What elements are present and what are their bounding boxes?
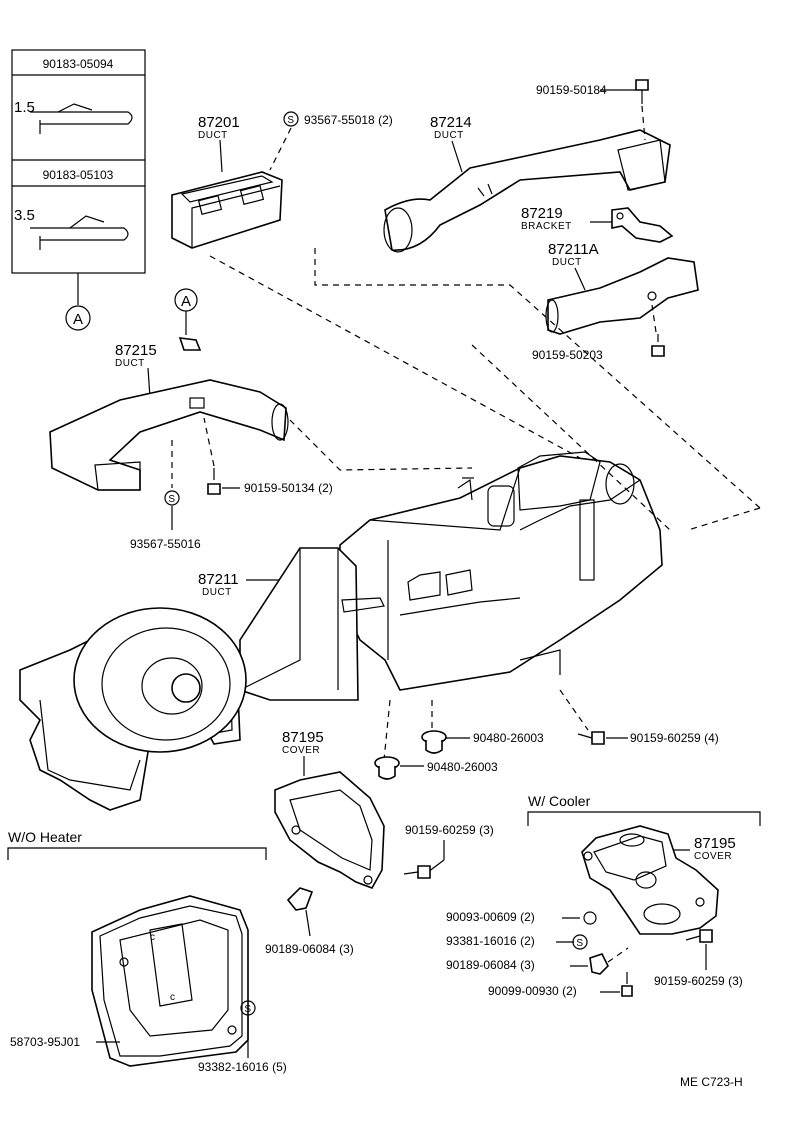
svg-text:93567-55016: 93567-55016	[130, 537, 201, 551]
ref-a-marker: A	[174, 288, 202, 351]
svg-text:S: S	[168, 494, 175, 505]
assembly-guide-lines	[209, 248, 761, 761]
screw-90159-50184: 90159-50184	[536, 79, 649, 141]
screw-90159-60259-4: 90159-60259 (4)	[577, 731, 719, 745]
wo-heater-cover-part: 58703-95J01	[10, 1035, 80, 1049]
svg-text:93567-55018 (2): 93567-55018 (2)	[304, 113, 393, 127]
clip-bottom-illustration	[30, 215, 129, 250]
grommet-90480-26003-b: 90480-26003	[374, 756, 498, 780]
bracket-87219: 87219 BRACKET	[521, 205, 674, 243]
screw-90159-60259-3: 90159-60259 (3)	[403, 823, 494, 879]
clip-93567-55016: S 93567-55016	[130, 440, 201, 551]
w-cooler-section: W/ Cooler 87195 COVER 90093-00609 (2) 93…	[446, 793, 761, 998]
wo-heater-title: W/O Heater	[8, 829, 82, 845]
duct-87211A: 87211A DUCT	[545, 241, 699, 335]
svg-text:87201: 87201	[198, 114, 240, 131]
svg-text:93381-16016 (2): 93381-16016 (2)	[446, 934, 535, 948]
svg-text:90159-50203: 90159-50203	[532, 348, 603, 362]
wo-heater-clip-part: 93382-16016 (5)	[198, 1060, 287, 1074]
svg-text:S: S	[244, 1004, 251, 1015]
svg-text:DUCT: DUCT	[202, 587, 232, 598]
svg-text:90159-60259 (3): 90159-60259 (3)	[654, 974, 743, 988]
svg-text:87195: 87195	[282, 729, 324, 746]
svg-text:DUCT: DUCT	[434, 130, 464, 141]
clip-top-illustration	[30, 103, 133, 134]
clip-top-dimension: 1.5	[14, 99, 35, 116]
grommet-90480-26003-a: 90480-26003	[421, 730, 544, 754]
clip-bottom-dimension: 3.5	[14, 207, 35, 224]
clip-ref-letter: A	[73, 311, 83, 328]
svg-text:90159-50134 (2): 90159-50134 (2)	[244, 481, 333, 495]
svg-text:S: S	[287, 115, 294, 126]
svg-text:87211: 87211	[198, 571, 239, 588]
svg-text:90159-60259 (4): 90159-60259 (4)	[630, 731, 719, 745]
svg-text:87219: 87219	[521, 205, 563, 222]
svg-text:90189-06084 (3): 90189-06084 (3)	[446, 958, 535, 972]
svg-text:COVER: COVER	[282, 745, 320, 756]
svg-text:87214: 87214	[430, 114, 472, 131]
clip-bottom-part-number: 90183-05103	[43, 168, 114, 182]
svg-text:c: c	[150, 932, 156, 943]
svg-text:90099-00930 (2): 90099-00930 (2)	[488, 984, 577, 998]
duct-87201: 87201 DUCT	[171, 114, 283, 249]
duct-87215: 87215 DUCT	[49, 342, 289, 491]
svg-text:DUCT: DUCT	[115, 358, 145, 369]
duct-87214: 87214 DUCT	[383, 114, 671, 253]
svg-text:BRACKET: BRACKET	[521, 221, 572, 232]
svg-text:90480-26003: 90480-26003	[427, 760, 498, 774]
clip-90189-06084: 90189-06084 (3)	[265, 887, 354, 956]
wo-heater-section: W/O Heater c c 58703-95J01 S 93382-16016…	[7, 829, 287, 1074]
svg-text:90159-50184: 90159-50184	[536, 83, 607, 97]
screw-90159-50134: 90159-50134 (2)	[203, 417, 333, 495]
svg-text:c: c	[170, 992, 176, 1003]
svg-text:COVER: COVER	[694, 851, 732, 862]
clip-top-part-number: 90183-05094	[43, 57, 114, 71]
svg-text:87211A: 87211A	[548, 241, 599, 258]
diagram-code: ME C723-H	[680, 1075, 743, 1089]
cover-87195: 87195 COVER	[274, 729, 385, 889]
svg-text:90093-00609 (2): 90093-00609 (2)	[446, 910, 535, 924]
clip-detail-box: 90183-05094 90183-05103 1.5 3.5 A	[11, 49, 146, 331]
svg-text:90480-26003: 90480-26003	[473, 731, 544, 745]
clip-93567-55018: S 93567-55018 (2)	[269, 111, 393, 171]
svg-text:S: S	[576, 938, 583, 949]
svg-text:87215: 87215	[115, 342, 157, 359]
blower-motor	[19, 607, 247, 811]
svg-text:90189-06084 (3): 90189-06084 (3)	[265, 942, 354, 956]
svg-text:90159-60259 (3): 90159-60259 (3)	[405, 823, 494, 837]
svg-text:DUCT: DUCT	[198, 130, 228, 141]
svg-text:A: A	[181, 293, 191, 310]
w-cooler-title: W/ Cooler	[528, 793, 591, 809]
svg-text:87195: 87195	[694, 835, 736, 852]
svg-text:DUCT: DUCT	[552, 257, 582, 268]
heater-unit-assembly	[339, 451, 663, 691]
